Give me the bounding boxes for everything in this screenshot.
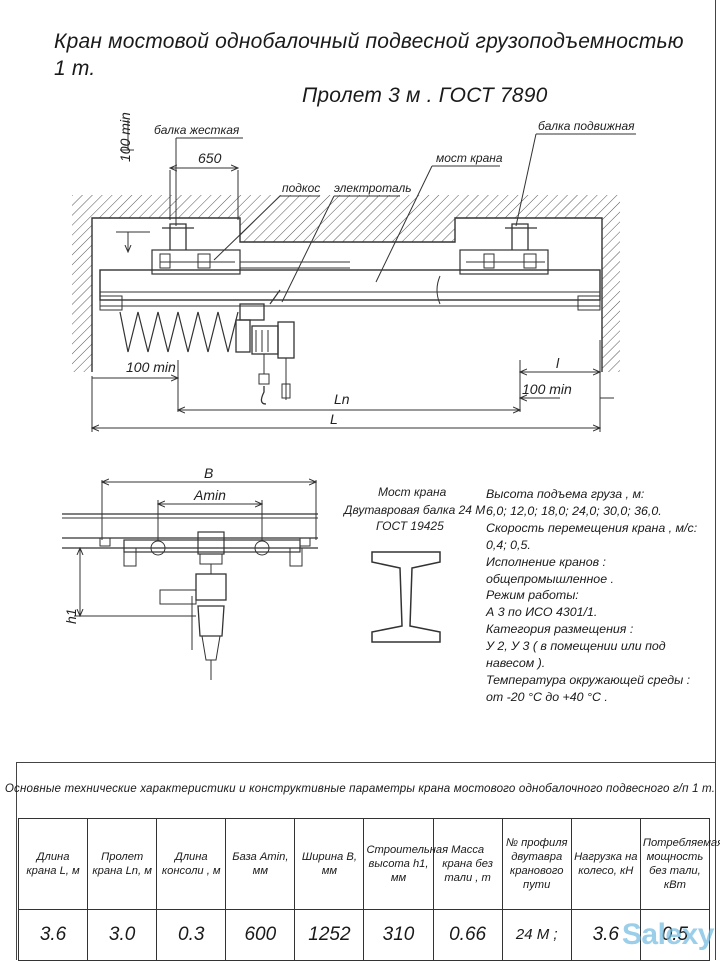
festoon-cable — [119, 311, 239, 353]
elevation-view: 100 min балка жесткая 650 подкос электро… — [72, 112, 636, 432]
spec-line: У 2, У 3 ( в помещении или под — [486, 639, 666, 654]
dim-amin: Amin — [193, 487, 226, 503]
frame-right-border — [715, 0, 716, 960]
dim-100-left: 100 min — [126, 359, 176, 375]
label-hoist: электроталь — [334, 181, 412, 195]
value-cell: 1252 — [294, 909, 365, 961]
spec-line: Категория размещения : — [486, 622, 634, 637]
drawing-title: Кран мостовой однобалочный подвесной гру… — [40, 28, 690, 109]
dim-b: B — [204, 465, 213, 481]
spec-line: навесом ). — [486, 656, 546, 671]
ibeam-caption-2: Двутавровая балка 24 М — [342, 503, 485, 517]
label-rigid-beam: балка жесткая — [154, 123, 240, 137]
frame-left-border — [16, 762, 17, 960]
value-cell: 3.6 — [17, 909, 89, 961]
header-cell: № профиля двутавра кранового пути — [501, 818, 572, 910]
spec-line: Исполнение кранов : — [486, 554, 606, 569]
title-line-1: Кран мостовой однобалочный подвесной гру… — [54, 30, 684, 80]
dim-650: 650 — [198, 150, 222, 166]
table-header-row: Длина крана L, м Пролет крана Ln, м Длин… — [17, 818, 720, 910]
value-cell: 310 — [363, 909, 434, 961]
right-runway-support — [459, 249, 549, 275]
header-cell: База Amin, мм — [225, 818, 296, 910]
dim-h1: h1 — [63, 608, 79, 624]
header-cell: Масса крана без тали , т — [432, 818, 503, 910]
ibeam-profile — [371, 551, 441, 643]
crane-drawing: 100 min балка жесткая 650 подкос электро… — [62, 112, 636, 680]
spec-line: общепромышленное . — [486, 571, 614, 586]
value-cell: 0.3 — [156, 909, 227, 961]
spec-line: А 3 по ИСО 4301/1. — [486, 605, 598, 620]
value-cell: 0.5 — [639, 909, 711, 961]
ibeam-caption-1: Мост крана — [378, 485, 447, 499]
spec-line: Высота подъема груза , м: — [486, 487, 645, 501]
dim-100-top: 100 min — [117, 112, 133, 162]
label-crane-bridge: мост крана — [436, 151, 503, 165]
ceiling-hatch — [72, 195, 620, 372]
ibeam-section: Мост крана Двутавровая балка 24 М ГОСТ 1… — [342, 485, 485, 643]
header-cell: Строительная высота h1, мм — [363, 818, 448, 910]
label-strut: подкос — [282, 181, 320, 195]
value-cell: 24 М ; — [501, 909, 572, 961]
dim-l: L — [330, 411, 338, 427]
label-movable-beam: балка подвижная — [538, 119, 635, 133]
title-line-2: Пролет 3 м . ГОСТ 7890 — [302, 84, 548, 107]
header-cell: Ширина B, мм — [294, 818, 365, 910]
table-caption: Основные технические характеристики и ко… — [4, 782, 716, 795]
value-cell: 3.0 — [87, 909, 158, 961]
crane-bridge-beam — [99, 269, 601, 301]
ibeam-caption-3: ГОСТ 19425 — [376, 519, 444, 533]
header-cell: Длина консоли , м — [156, 818, 227, 910]
electric-hoist — [235, 289, 295, 405]
spec-line: 6,0; 12,0; 18,0; 24,0; 30,0; 36,0. — [486, 503, 662, 518]
header-cell: Длина крана L, м — [17, 818, 89, 910]
value-cell: 0.66 — [432, 909, 503, 961]
header-cell: Пролет крана Ln, м — [87, 818, 158, 910]
parameters-table: Длина крана L, м Пролет крана Ln, м Длин… — [17, 818, 720, 961]
spec-line: Температура окружающей среды : — [486, 672, 691, 687]
spec-line: 0,4; 0,5. — [486, 537, 531, 552]
ceiling-outline — [91, 217, 603, 372]
spec-line: от -20 °С до +40 °С . — [486, 689, 608, 704]
dim-100-right: 100 min — [522, 381, 572, 397]
watermark-logo: Salexy — [621, 918, 715, 951]
header-cell: Нагрузка на колесо, кН — [570, 818, 641, 910]
dim-ln: Ln — [334, 391, 350, 407]
side-view: B Amin h1 — [62, 465, 318, 680]
spec-line: Скорость перемещения крана , м/с: — [486, 520, 698, 535]
frame-top-border-table — [16, 762, 716, 763]
value-cell: 600 — [225, 909, 296, 961]
header-cell: Потребляемая мощность без тали, кВт — [639, 818, 720, 910]
table-values-row: 3.6 3.0 0.3 600 1252 310 0.66 24 М ; 3.6… — [17, 909, 711, 961]
spec-list: Высота подъема груза , м: 6,0; 12,0; 18,… — [486, 486, 718, 706]
spec-line: Режим работы: — [486, 588, 579, 603]
dim-l-small: l — [556, 355, 560, 371]
